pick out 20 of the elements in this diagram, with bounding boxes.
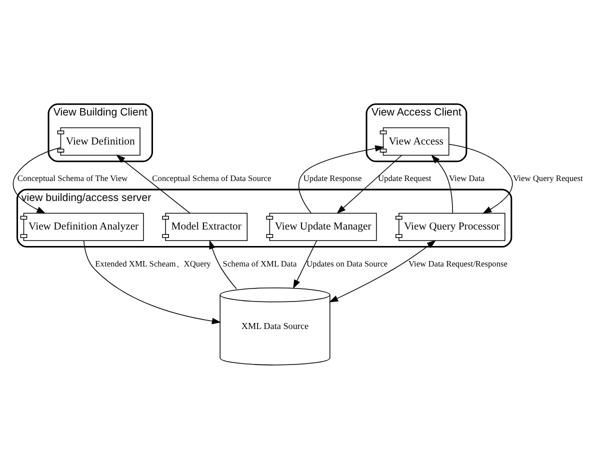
arrow [328,240,436,302]
edge-label: Conceptual Schema of The View [17,174,128,184]
arrow [209,240,237,290]
edge-label: Updates on Data Source [306,259,388,268]
arrow [336,155,402,214]
edge-label: Schema of XML Data [222,259,297,268]
arrow [448,144,513,214]
arrow [116,154,190,214]
arrow [298,145,384,214]
arrow [12,147,62,214]
edge-label: Extended XML Scheam、XQuery [95,259,211,268]
arrow [431,154,453,214]
edge-label: Update Request [378,174,432,184]
edge-label: Update Response [303,174,362,184]
edge-label: Conceptual Schema of Data Source [152,174,272,184]
edge-label: View Data Request/Response [408,259,508,268]
edge-label: View Query Request [513,174,583,184]
edge-label: View Data [449,174,485,184]
arrow [293,240,318,289]
arrow [83,240,222,324]
